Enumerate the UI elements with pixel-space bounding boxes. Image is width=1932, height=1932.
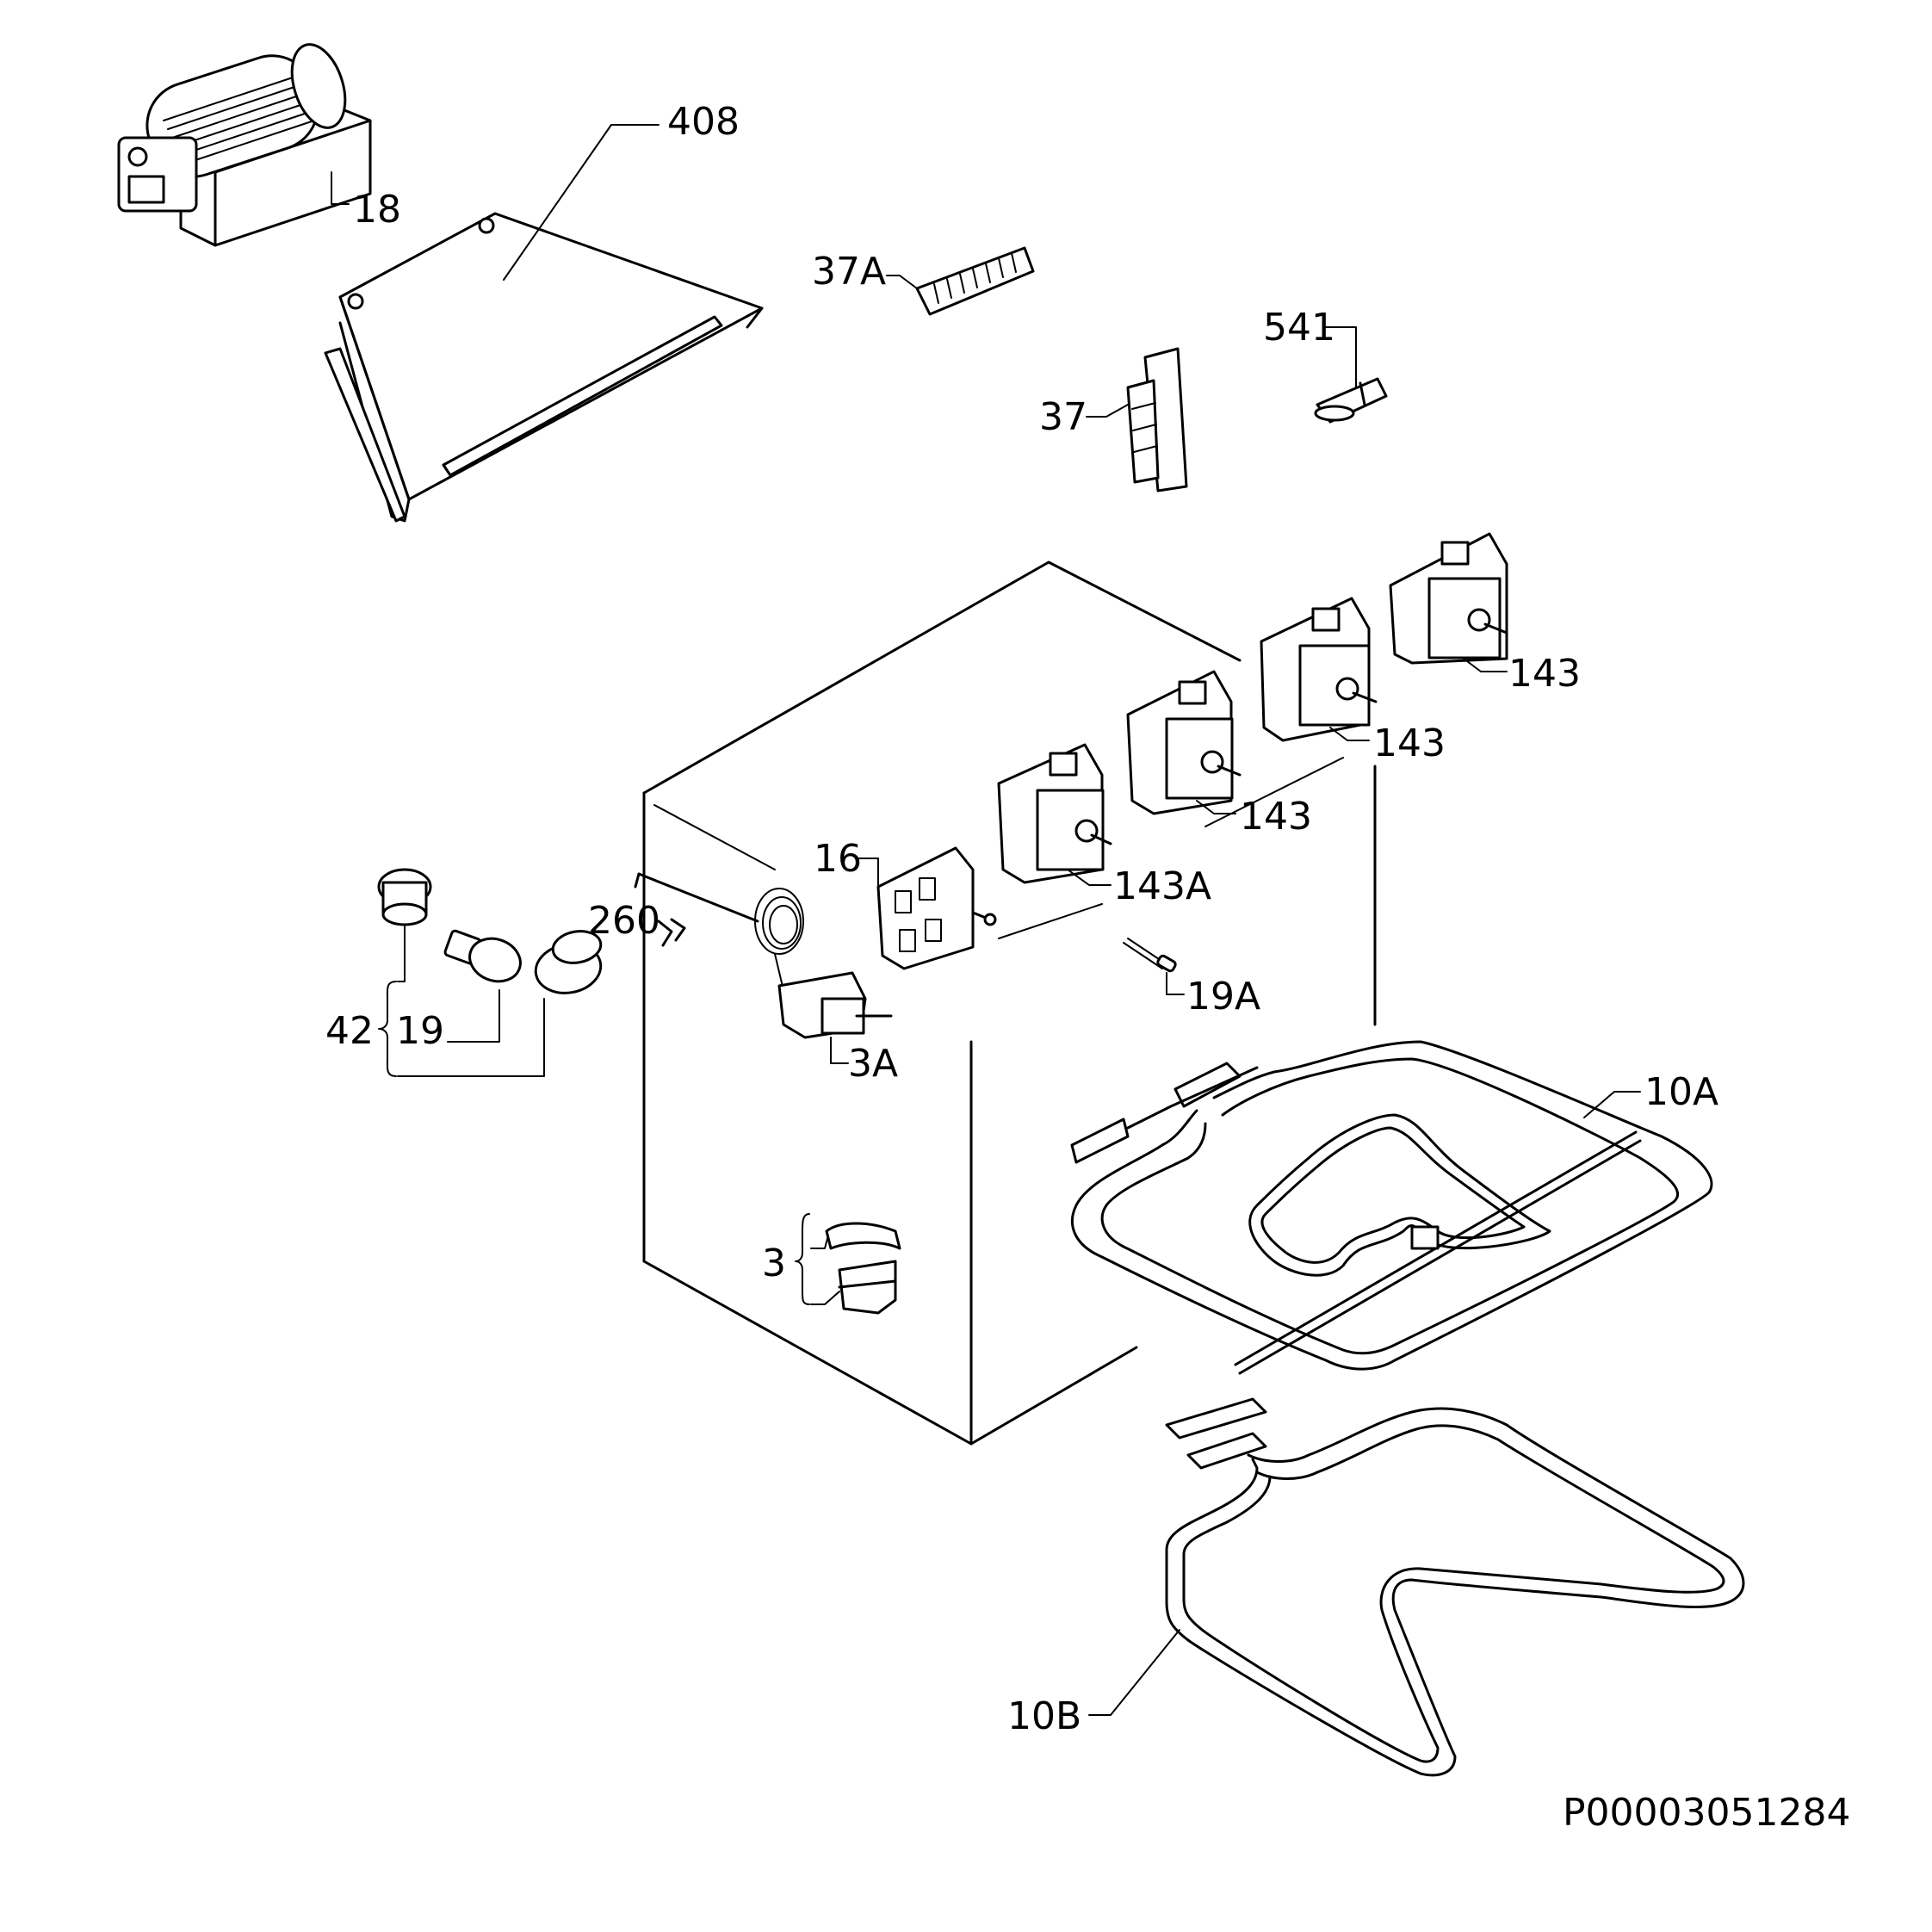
bracket-3: [795, 1213, 840, 1305]
terminal-block-37-part: [1126, 347, 1188, 492]
leader-541: [1325, 326, 1357, 388]
energy-regulator-143-right: [1389, 532, 1508, 665]
fan-cover-plate-part: [324, 212, 764, 523]
leader-37a: [886, 275, 918, 289]
oven-cabinet: [642, 560, 1377, 1446]
label-143a: 143A: [1113, 864, 1211, 908]
lamp-bulb-19-part: [443, 929, 522, 983]
energy-regulator-143-mid-left: [1126, 670, 1242, 815]
lamp-cover-part: [534, 930, 603, 994]
label-19: 19: [396, 1009, 444, 1053]
label-19a: 19A: [1186, 975, 1260, 1019]
leader-37: [1086, 404, 1129, 418]
leader-143-3: [1196, 800, 1236, 814]
label-42: 42: [325, 1009, 374, 1053]
bottom-element-10b-part: [1165, 1397, 1745, 1777]
leader-10a: [1583, 1091, 1641, 1118]
drawing-code: P00003051284: [1563, 1791, 1850, 1835]
label-37: 37: [1039, 395, 1087, 439]
lamp-holder-part: [377, 868, 432, 926]
leader-143-1: [1463, 658, 1508, 672]
clip-260-part: [657, 918, 686, 947]
leader-18: [331, 171, 350, 205]
label-16: 16: [814, 837, 862, 881]
label-143-1: 143: [1508, 652, 1581, 696]
leader-143-2: [1329, 727, 1370, 741]
label-408: 408: [667, 100, 740, 144]
label-3: 3: [762, 1242, 786, 1285]
selector-switch-16-part: [876, 846, 997, 970]
leader-408: [503, 124, 612, 281]
leader-143a: [1067, 869, 1112, 886]
label-143-3: 143: [1240, 795, 1312, 839]
leader-19a: [1166, 972, 1185, 995]
terminal-strip-37a-part: [915, 246, 1035, 316]
fan-motor-part: [117, 43, 372, 247]
label-37a: 37A: [812, 250, 886, 294]
label-3a: 3A: [848, 1042, 898, 1086]
label-18: 18: [353, 188, 401, 232]
label-10a: 10A: [1644, 1070, 1718, 1114]
energy-regulator-143-mid-right: [1260, 597, 1378, 742]
leader-16: [856, 858, 879, 888]
bracket-541-part: [1314, 377, 1388, 424]
safety-thermostat-3-part: [825, 1222, 901, 1315]
bracket-42: [378, 925, 545, 1077]
grill-element-10a-part: [1070, 1040, 1713, 1375]
energy-regulator-143a: [997, 743, 1112, 884]
label-541: 541: [1263, 306, 1335, 350]
leader-3a: [830, 1037, 849, 1064]
label-260: 260: [588, 899, 660, 943]
label-10b: 10B: [1007, 1694, 1081, 1738]
thermostat-3a-part: [634, 872, 893, 1039]
lamp-wire-19a-part: [1123, 938, 1177, 973]
leader-10b: [1088, 1629, 1180, 1716]
label-143-2: 143: [1373, 721, 1446, 765]
